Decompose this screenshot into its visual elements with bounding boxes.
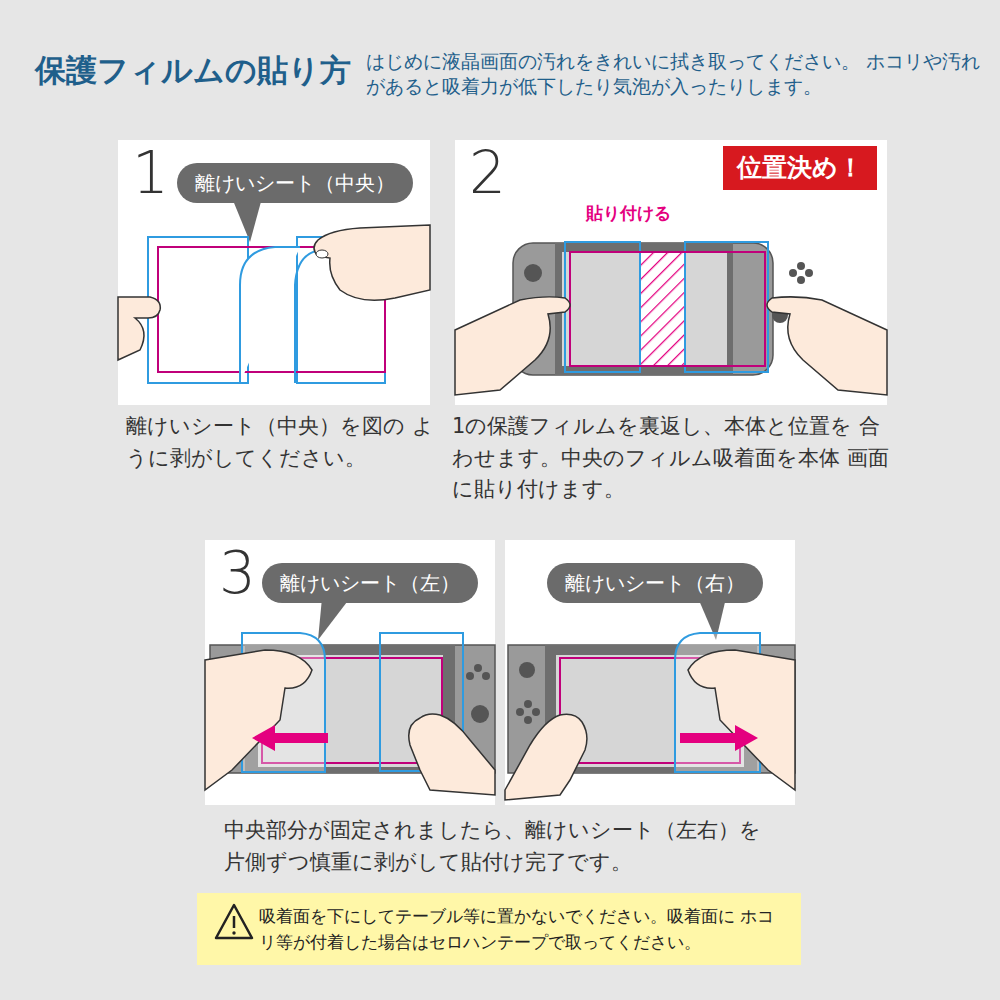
step-caption: 1の保護フィルムを裏返し、本体と位置を 合わせます。中央のフィルム吸着面を本体 … [452,411,892,506]
step-number: 1 [132,144,169,202]
step-caption: 中央部分が固定されましたら、離けいシート（左右）を 片側ずつ慎重に剥がして貼付け… [224,815,784,878]
node-text: 離けいシート（右） [565,563,745,603]
step-number: 2 [469,144,506,202]
step-caption: 離けいシート（中央）を図の ように剥がしてください。 [126,411,436,474]
peel-left-figure [205,633,495,795]
panel-2 [455,140,887,405]
node-text: 離けいシート（左） [280,563,460,603]
step-panel: 1 離けいシート（中央） [118,140,430,405]
warning-icon [216,905,252,938]
step-panel: 2 位置決め！ [455,140,887,405]
panel-1 [118,140,430,405]
callout-bubble: 離けいシート（右） [547,563,763,603]
warning-box: 吸着面を下にしてテーブル等に置かないでください。吸着面に ホコリ等が付着した場合… [197,893,801,965]
step-panel: 3 離けいシート（左） [205,540,495,805]
panel-3 [205,540,495,805]
console-figure [455,242,887,395]
node-text: 位置決め！ [737,150,863,186]
warning-box-ground [197,893,801,965]
node-text: 離けいシート（中央） [195,163,395,203]
attach-label: 貼り付ける [586,203,706,223]
film-peel-figure [118,225,430,383]
badge: 位置決め！ [723,146,877,190]
peel-right-figure [505,633,795,800]
callout-bubble: 離けいシート（左） [262,563,478,603]
panels [118,140,887,805]
node-text: 吸着面を下にしてテーブル等に置かないでください。吸着面に ホコリ等が付着した場合… [259,903,789,956]
intro-note: はじめに液晶画面の汚れをきれいに拭き取ってください。 ホコリや汚れがあると吸着力… [366,50,991,100]
step-number: 3 [219,544,256,602]
callout-bubble: 離けいシート（中央） [177,163,413,203]
title: 保護フィルムの貼り方 [35,52,351,89]
panel-4 [505,540,795,805]
